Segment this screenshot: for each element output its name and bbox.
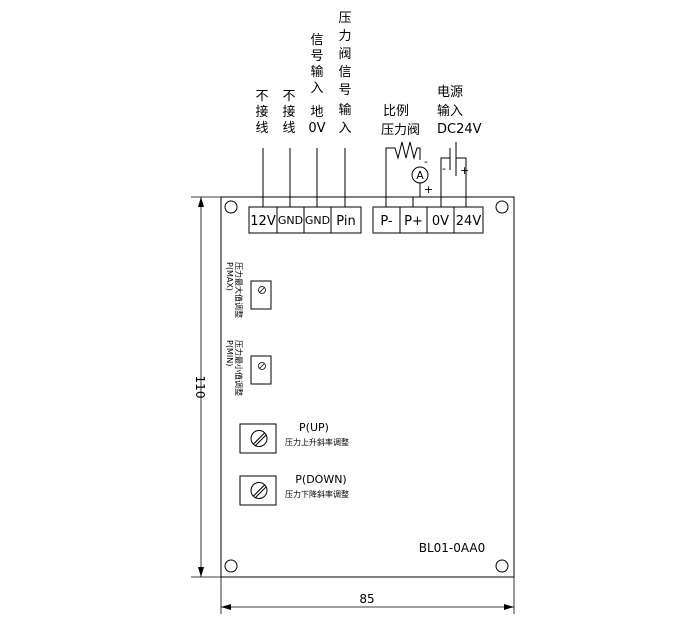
power-label-line1: 电源 bbox=[437, 85, 463, 100]
pot-min-desc: 压力最小值调整 bbox=[234, 340, 244, 396]
label-col-gnd1: 不 接 线 bbox=[282, 89, 295, 136]
terminal-pin-label: Pin bbox=[336, 214, 355, 229]
svg-text:线: 线 bbox=[255, 121, 268, 136]
svg-text:不: 不 bbox=[282, 89, 295, 104]
model-number: BL01-0AA0 bbox=[419, 541, 486, 555]
ammeter-symbol: A bbox=[416, 169, 424, 182]
terminal-12v-label: 12V bbox=[250, 214, 276, 229]
svg-text:阀: 阀 bbox=[338, 47, 351, 62]
mounting-hole-top-left bbox=[224, 200, 238, 214]
pot-down-title: P(DOWN) bbox=[295, 473, 346, 486]
svg-text:线: 线 bbox=[282, 121, 295, 136]
dimension-width: 85 bbox=[220, 577, 515, 614]
dimension-height-value: 110 bbox=[193, 376, 207, 399]
power-label-line3: DC24V bbox=[437, 122, 482, 137]
valve-label-line2: 压力阀 bbox=[381, 123, 420, 138]
mounting-hole-top-right bbox=[495, 200, 509, 214]
valve-label-line1: 比例 bbox=[383, 104, 409, 119]
svg-text:0V: 0V bbox=[308, 121, 325, 136]
svg-text:接: 接 bbox=[282, 104, 295, 120]
svg-text:输: 输 bbox=[338, 102, 351, 118]
svg-text:入: 入 bbox=[310, 81, 323, 96]
pot-max-title: P(MAX) bbox=[225, 262, 234, 291]
mounting-hole-bottom-left bbox=[224, 559, 238, 573]
pot-up-title: P(UP) bbox=[299, 421, 329, 434]
svg-text:入: 入 bbox=[338, 121, 351, 136]
pot-down-desc: 压力下降斜率调整 bbox=[285, 489, 349, 499]
board-outline bbox=[220, 196, 515, 578]
svg-text:力: 力 bbox=[338, 29, 351, 44]
terminal-gnd1-label: GND bbox=[278, 214, 303, 227]
svg-text:不: 不 bbox=[255, 89, 268, 104]
terminal-p-minus-label: P- bbox=[380, 214, 393, 229]
pot-up-desc: 压力上升斜率调整 bbox=[285, 437, 349, 447]
label-col-gnd2: 信 号 输 入 地 0V bbox=[308, 33, 325, 136]
dimension-height: 110 bbox=[191, 196, 221, 578]
svg-text:地: 地 bbox=[310, 105, 323, 120]
pot-max-desc: 压力最大值调整 bbox=[234, 262, 244, 318]
pot-up: P(UP) 压力上升斜率调整 bbox=[239, 421, 349, 454]
pot-min-title: P(MIN) bbox=[225, 340, 234, 366]
svg-text:号: 号 bbox=[338, 83, 351, 98]
mounting-hole-bottom-right bbox=[495, 559, 509, 573]
terminal-block-left: 12V GND GND Pin bbox=[248, 206, 362, 234]
svg-text:信: 信 bbox=[338, 65, 351, 80]
terminal-0v-label: 0V bbox=[432, 214, 449, 229]
svg-text:信: 信 bbox=[310, 33, 323, 48]
battery-minus: - bbox=[442, 162, 446, 175]
pot-up-knob-icon bbox=[250, 430, 268, 447]
dimension-width-value: 85 bbox=[359, 592, 374, 606]
terminal-24v-label: 24V bbox=[456, 214, 482, 229]
valve-coil-circuit: A - + bbox=[385, 141, 433, 207]
battery-plus: + bbox=[460, 164, 469, 177]
ammeter-plus: + bbox=[424, 183, 433, 196]
pot-min: P(MIN) 压力最小值调整 bbox=[225, 340, 272, 396]
terminal-p-plus-label: P+ bbox=[404, 214, 423, 229]
pot-down: P(DOWN) 压力下降斜率调整 bbox=[239, 473, 349, 506]
pot-max-knob-icon bbox=[258, 286, 266, 294]
terminal-block-right: P- P+ 0V 24V bbox=[372, 206, 484, 234]
power-label-line2: 输入 bbox=[437, 103, 463, 119]
label-col-pin: 压 力 阀 信 号 输 入 bbox=[338, 11, 351, 136]
label-col-12v: 不 接 线 bbox=[255, 89, 268, 136]
terminal-gnd2-label: GND bbox=[305, 214, 330, 227]
svg-text:压: 压 bbox=[338, 11, 351, 26]
svg-text:接: 接 bbox=[255, 104, 268, 120]
svg-text:号: 号 bbox=[310, 49, 323, 64]
pot-min-knob-icon bbox=[258, 362, 266, 370]
power-supply-circuit: - + bbox=[440, 142, 469, 207]
pot-max: P(MAX) 压力最大值调整 bbox=[225, 262, 272, 318]
svg-text:输: 输 bbox=[310, 64, 323, 80]
pot-down-knob-icon bbox=[250, 482, 268, 499]
ammeter-minus: - bbox=[424, 155, 428, 168]
